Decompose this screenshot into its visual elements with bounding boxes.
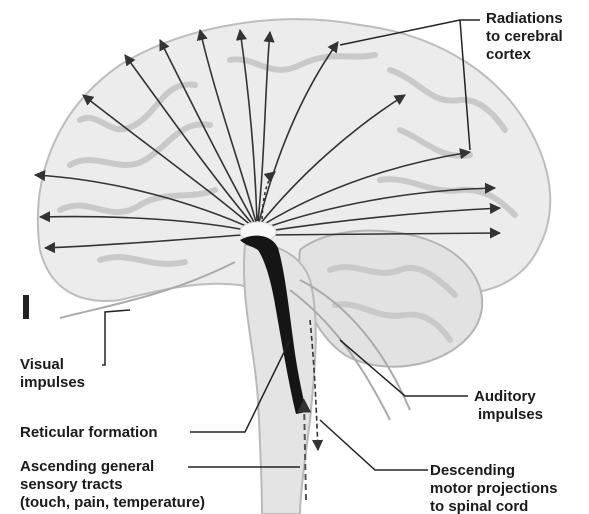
descending-line-1: Descending <box>430 462 558 480</box>
visual-line-1: Visual <box>20 356 85 374</box>
ascending-label: Ascending general sensory tracts (touch,… <box>20 458 205 512</box>
descending-label: Descending motor projections to spinal c… <box>430 462 558 514</box>
reticular-label: Reticular formation <box>20 424 158 442</box>
visual-label: Visual impulses <box>20 356 85 392</box>
radiations-line-3: cortex <box>486 46 563 64</box>
radiations-label: Radiations to cerebral cortex <box>486 10 563 64</box>
eye-icon <box>23 295 29 319</box>
auditory-line-1: Auditory <box>474 388 543 406</box>
radiations-line-2: to cerebral <box>486 28 563 46</box>
auditory-label: Auditory impulses <box>474 388 543 424</box>
descending-line-2: motor projections <box>430 480 558 498</box>
descending-leader <box>320 420 428 470</box>
radiations-line-1: Radiations <box>486 10 563 28</box>
visual-line-2: impulses <box>20 374 85 392</box>
ascending-line-1: Ascending general <box>20 458 205 476</box>
ascending-line-3: (touch, pain, temperature) <box>20 494 205 512</box>
auditory-line-2: impulses <box>474 406 543 424</box>
descending-line-3: to spinal cord <box>430 498 558 514</box>
ascending-line-2: sensory tracts <box>20 476 205 494</box>
reticular-line-1: Reticular formation <box>20 424 158 442</box>
visual-leader <box>102 310 130 365</box>
